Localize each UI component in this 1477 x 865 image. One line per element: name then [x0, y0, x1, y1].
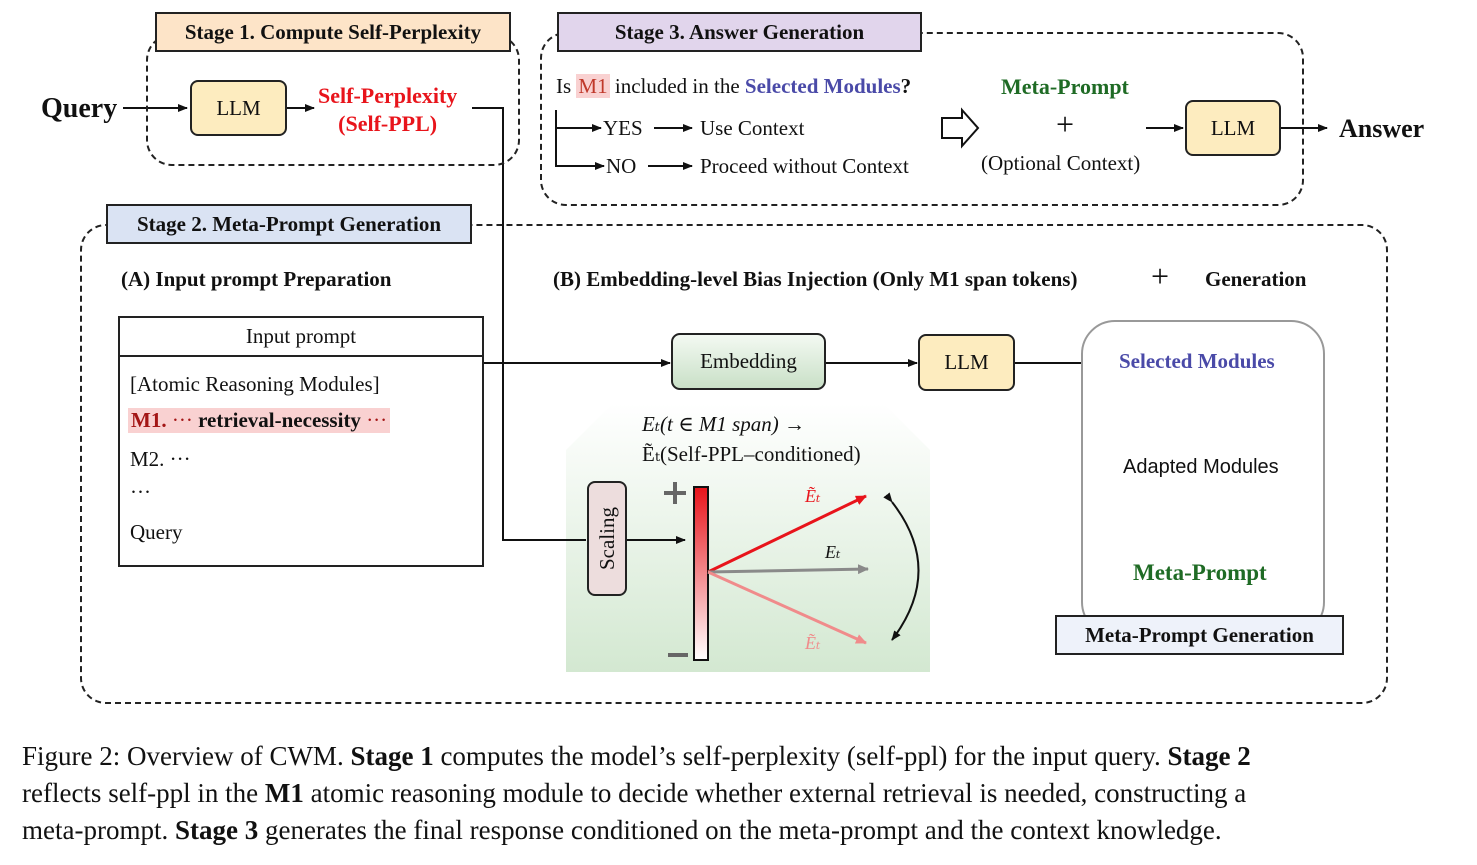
scaling-box: Scaling	[587, 481, 627, 596]
subtitle-a: (A) Input prompt Preparation	[121, 267, 392, 291]
stage3-question: Is M1 included in the Selected Modules?	[556, 74, 912, 98]
meta-prompt-generation-title: Meta-Prompt Generation	[1055, 615, 1344, 655]
caption-line-3: meta-prompt. Stage 3 generates the final…	[22, 815, 1222, 845]
m1-highlight: M1	[576, 74, 610, 98]
stage1-llm: LLM	[190, 80, 287, 136]
proceed-label: Proceed without Context	[700, 154, 909, 178]
vector-down	[707, 570, 867, 645]
subtitle-b: (B) Embedding-level Bias Injection (Only…	[553, 267, 1078, 291]
stage1-title: Stage 1. Compute Self-Perplexity	[155, 12, 511, 52]
prompt-line-m2: M2. ···	[130, 447, 191, 471]
generation-label: Generation	[1205, 267, 1307, 291]
self-ppl-label: Self-Perplexity (Self-PPL)	[318, 83, 458, 136]
stage3-llm: LLM	[1185, 100, 1281, 156]
stage3-meta-prompt: Meta-Prompt	[1001, 74, 1129, 99]
prompt-line-modules: [Atomic Reasoning Modules]	[130, 372, 380, 396]
caption-line-1: Figure 2: Overview of CWM. Stage 1 compu…	[22, 741, 1251, 771]
stage3-region	[540, 32, 1304, 206]
optional-context: (Optional Context)	[981, 151, 1141, 175]
prompt-line-query: Query	[130, 520, 183, 544]
formula-line1: Eₜ(t ∈ M1 span) →	[642, 412, 806, 436]
stage2-llm: LLM	[918, 334, 1015, 391]
embedding-box: Embedding	[671, 333, 826, 390]
no-label: NO	[606, 154, 637, 178]
vector-up	[707, 494, 867, 574]
bias-injection-panel	[566, 404, 930, 672]
meta-prompt-panel	[1081, 320, 1325, 636]
selected-modules: Selected Modules	[1119, 349, 1275, 373]
vector-mid	[707, 564, 869, 575]
caption-line-2: reflects self-ppl in the M1 atomic reaso…	[22, 778, 1247, 808]
answer-label: Answer	[1339, 114, 1425, 143]
vector-up-label: Ẽₜ	[805, 486, 821, 506]
rotation-arc	[883, 492, 920, 641]
use-context-label: Use Context	[700, 116, 805, 140]
stage2-title: Stage 2. Meta-Prompt Generation	[106, 204, 472, 244]
stage2-plus: +	[1151, 258, 1170, 294]
stage3-title: Stage 3. Answer Generation	[557, 12, 922, 52]
vector-down-label: Ẽₜ	[805, 633, 821, 653]
input-prompt-box: Input prompt	[118, 316, 484, 567]
prompt-line-m1: M1. ··· retrieval-necessity ···	[128, 408, 391, 433]
vector-mid-label: Eₜ	[825, 542, 841, 562]
stage2-region	[80, 224, 1388, 704]
figure-caption: Figure 2: Overview of CWM. Stage 1 compu…	[22, 738, 1462, 849]
yes-label: YES	[603, 116, 643, 140]
adapted-modules: Adapted Modules	[1123, 456, 1279, 478]
formula-line2: Ẽₜ(Self-PPL–conditioned)	[642, 442, 861, 466]
query-label: Query	[41, 93, 118, 124]
stage3-plus: +	[1056, 106, 1075, 142]
prompt-line-dots: ···	[130, 480, 151, 504]
input-prompt-header: Input prompt	[120, 318, 482, 357]
meta-prompt-output: Meta-Prompt	[1133, 560, 1267, 585]
